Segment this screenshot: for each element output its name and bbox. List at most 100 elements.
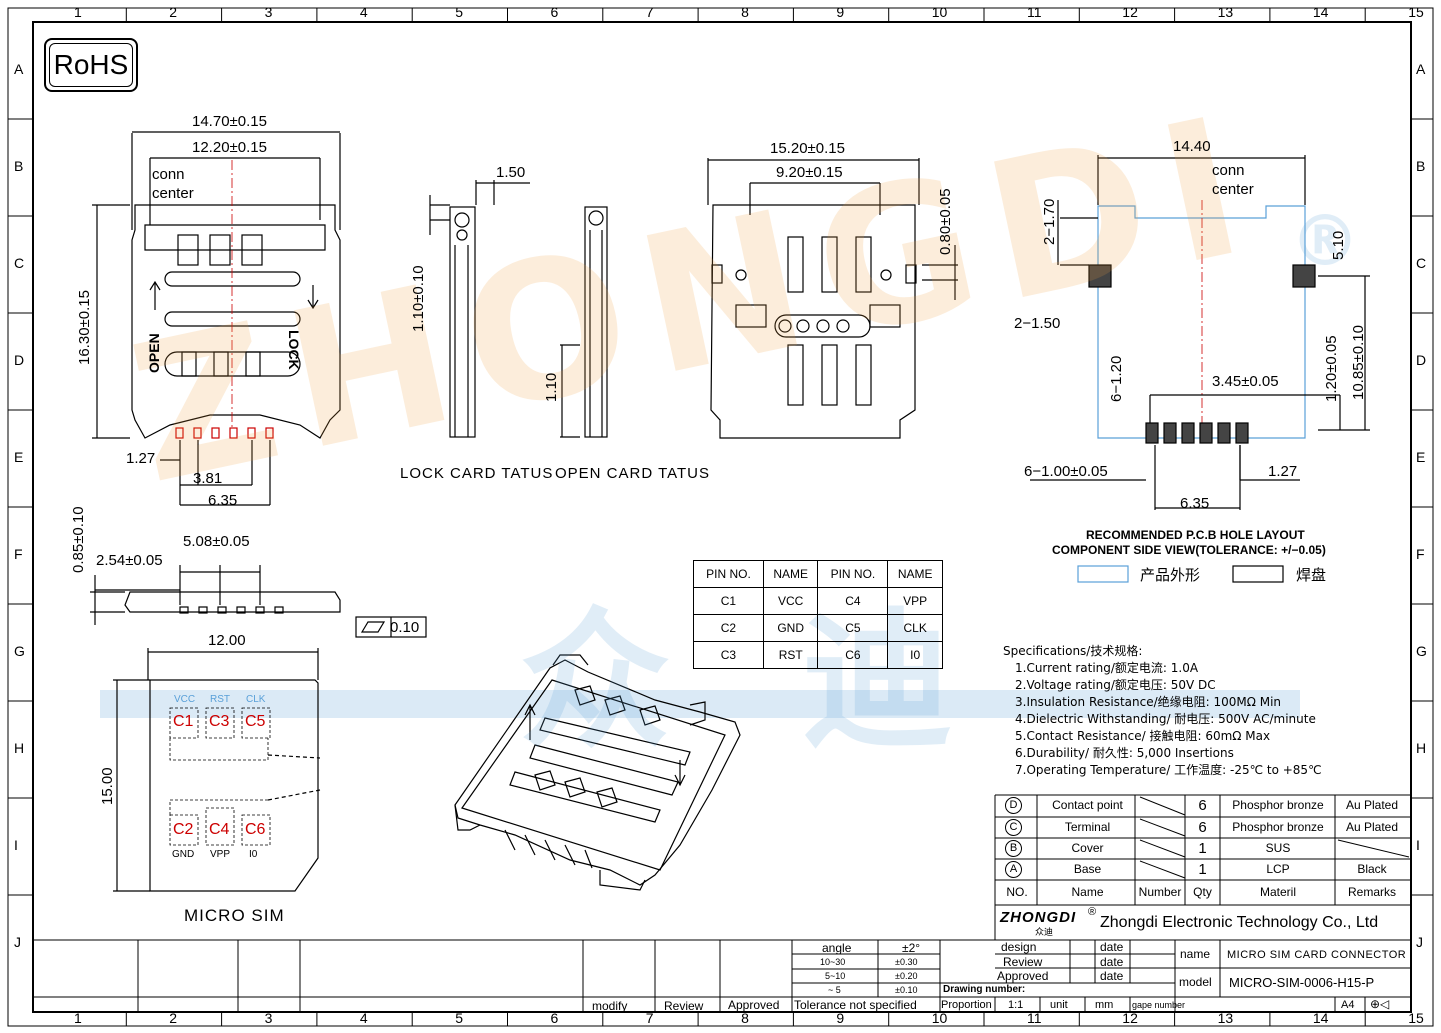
dim-top-381: 3.81: [193, 470, 223, 487]
ruler-row-label: I: [1416, 837, 1420, 853]
approved2-label: Approved: [997, 969, 1049, 983]
ruler-column-label: 12: [1122, 4, 1138, 20]
dim-sim-width: 12.00: [208, 632, 246, 649]
pcb-conn-center-1: conn: [1212, 162, 1245, 179]
pin-table-row: C3 RST C6 I0: [693, 641, 943, 669]
spec-item: 3.Insulation Resistance/绝缘电阻: 100MΩ Min: [1015, 695, 1282, 709]
ruler-column-label: 3: [264, 1010, 273, 1026]
ruler-row-label: F: [14, 546, 23, 562]
rohs-inner: RoHS: [49, 43, 133, 87]
ruler-column-label: 3: [264, 4, 273, 20]
ruler-row-label: A: [14, 61, 24, 77]
tol-title: Tolerance not specified: [794, 998, 917, 1012]
dim-top-overall: 14.70±0.15: [192, 113, 267, 130]
ruler-row-label: C: [1416, 255, 1427, 271]
side-view-lock: [429, 180, 530, 438]
spec-title: Specifications/技术规格:: [1003, 644, 1143, 658]
spec-item: 4.Dielectric Withstanding/ 耐电压: 500V AC/…: [1015, 712, 1316, 726]
size-value: A4: [1341, 999, 1355, 1011]
open-card-status: OPEN CARD TATUS: [555, 465, 711, 482]
sim-pin-c6: C6: [245, 821, 266, 838]
ruler-row-label: F: [1416, 546, 1425, 562]
ruler-column-label: 7: [645, 1010, 654, 1026]
open-label: OPEN: [146, 333, 162, 373]
dim-sim-height: 15.00: [99, 767, 116, 805]
model-label: model: [1179, 975, 1212, 989]
spec-item: 5.Contact Resistance/ 接触电阻: 60mΩ Max: [1015, 729, 1271, 743]
watermark-registered: ®: [1290, 200, 1360, 282]
bom-header-remarks: Remarks: [1347, 885, 1396, 899]
ruler-row-label: E: [1416, 449, 1426, 465]
tol-angle-val: ±2°: [902, 941, 921, 955]
company-logo-sub: 众迪: [1035, 928, 1054, 938]
ruler-column-label: 10: [931, 1010, 948, 1026]
name-label: name: [1180, 947, 1211, 961]
ruler-column-label: 8: [741, 4, 749, 20]
top-view-connector: [92, 131, 341, 506]
pin-table-header-cell: PIN NO.: [817, 560, 889, 588]
title-block-lines: [33, 794, 1411, 1012]
ruler-column-label: 9: [836, 4, 845, 20]
model-value: MICRO-SIM-0006-H15-P: [1229, 975, 1375, 990]
ruler-row-label: D: [1416, 352, 1427, 368]
company-registered: ®: [1088, 906, 1097, 918]
bom-material: Phosphor bronze: [1232, 798, 1324, 812]
ruler-row-label: D: [14, 352, 25, 368]
ruler-column-label: 5: [455, 4, 463, 20]
bom-name: Base: [1073, 862, 1102, 876]
ruler-column-label: 14: [1312, 1010, 1329, 1026]
modify-label: modify: [592, 999, 628, 1013]
ruler-row-label: H: [14, 740, 25, 756]
dim-front-508: 5.08±0.05: [183, 533, 250, 550]
pin-table-cell: CLK: [887, 614, 943, 642]
bom-qty: 1: [1198, 861, 1207, 878]
dim-top-inner: 12.20±0.15: [192, 139, 267, 156]
dim-pcb-2-150: 2−1.50: [1014, 315, 1061, 332]
ruler-column-label: 12: [1122, 1010, 1138, 1026]
tol-row-3-range: ~ 5: [828, 985, 841, 995]
ruler-column-label: 4: [359, 1010, 368, 1026]
ruler-row-label: B: [1416, 158, 1426, 174]
pin-table-header-cell: PIN NO.: [693, 560, 764, 588]
bom-qty: 1: [1198, 840, 1207, 857]
bom-remarks: Black: [1357, 862, 1387, 876]
ruler-column-label: 8: [741, 1010, 749, 1026]
bom-no-icon: C: [1005, 819, 1022, 836]
dim-top-height: 16.30±0.15: [76, 290, 93, 365]
bom-header-name: Name: [1071, 885, 1104, 899]
lock-label: LOCK: [286, 330, 302, 370]
company-name: Zhongdi Electronic Technology Co., Ltd: [1100, 914, 1379, 931]
sim-bottom-name-3: I0: [249, 849, 258, 860]
sim-pin-c2: C2: [173, 821, 194, 838]
ruler-row-label: H: [1416, 740, 1427, 756]
lock-card-status: LOCK CARD TATUS: [400, 465, 554, 482]
spec-item: 1.Current rating/额定电流: 1.0A: [1015, 661, 1199, 675]
mm-value: mm: [1095, 999, 1114, 1011]
ruler-column-label: 11: [1027, 4, 1042, 20]
bom-header-qty: Qty: [1193, 885, 1212, 899]
tol-row-3-val: ±0.10: [895, 985, 918, 995]
tol-row-2-range: 5~10: [825, 971, 846, 981]
ruler-column-label: 2: [169, 4, 178, 20]
dim-bottom-overall: 15.20±0.15: [770, 140, 845, 157]
pin-table-cell: C1: [693, 587, 764, 615]
dim-pcb-510: 5.10: [1330, 230, 1347, 260]
sim-top-name-2: RST: [210, 694, 230, 705]
projection-symbol-icon: ⊕◁: [1370, 997, 1390, 1011]
drawing-number-label: Drawing number:: [943, 984, 1026, 995]
spec-item: 6.Durability/ 耐久性: 5,000 Insertions: [1015, 746, 1234, 760]
pin-table: PIN NO. NAME PIN NO. NAME C1 VCC C4 VPP …: [693, 560, 943, 669]
pin-table-row: C1 VCC C4 VPP: [693, 587, 943, 615]
ruler-row-label: A: [1416, 61, 1426, 77]
ruler-column-label: 13: [1217, 1010, 1234, 1026]
ruler-row-label: B: [14, 158, 24, 174]
ruler-row-label: C: [14, 255, 25, 271]
review-label: Review: [664, 999, 704, 1013]
micro-sim-card: [113, 648, 321, 892]
ruler-column-label: 7: [645, 4, 654, 20]
pin-table-cell: VCC: [762, 587, 819, 615]
sim-bottom-name-2: VPP: [210, 849, 231, 860]
pin-table-cell: C2: [693, 614, 764, 642]
sim-pin-c5: C5: [245, 713, 266, 730]
